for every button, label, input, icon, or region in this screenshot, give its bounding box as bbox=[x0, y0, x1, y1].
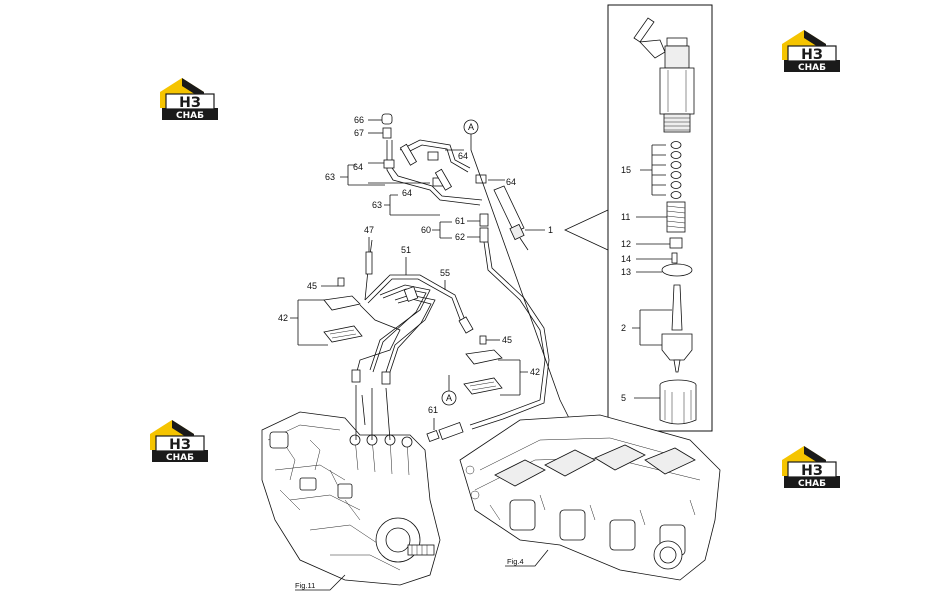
washer-stack bbox=[670, 141, 682, 199]
figure-ref-11: Fig.11 bbox=[295, 581, 315, 590]
nozzle-nut bbox=[659, 379, 697, 425]
callout-42-a: 42 bbox=[278, 313, 288, 323]
logo-word: СНАБ bbox=[166, 453, 194, 463]
ref-mark-a-top-label: A bbox=[468, 122, 474, 132]
injector-detail-panel: 15 11 12 14 13 2 bbox=[564, 4, 713, 432]
callout-51: 51 bbox=[401, 245, 411, 255]
brand-logo-bottom-left: НЗ СНАБ bbox=[149, 419, 209, 463]
figure-ref-4: Fig.4 bbox=[507, 557, 524, 566]
callout-14: 14 bbox=[621, 254, 631, 264]
callout-15: 15 bbox=[621, 165, 631, 175]
callout-55: 55 bbox=[440, 268, 450, 278]
callout-47: 47 bbox=[364, 225, 374, 235]
callout-45-b: 45 bbox=[502, 335, 512, 345]
logo-word: СНАБ bbox=[176, 111, 204, 121]
ref-mark-a-bottom-label: A bbox=[446, 393, 452, 403]
detail-frame bbox=[607, 4, 713, 432]
callout-5: 5 bbox=[621, 393, 626, 403]
callout-66: 66 bbox=[354, 115, 364, 125]
spring bbox=[666, 201, 686, 233]
logo-word: СНАБ bbox=[798, 63, 826, 73]
logo-letters: НЗ bbox=[169, 437, 191, 453]
injector-nozzle-holder bbox=[633, 17, 695, 133]
logo-word: СНАБ bbox=[798, 479, 826, 489]
callout-60: 60 bbox=[421, 225, 431, 235]
pin bbox=[671, 252, 678, 264]
clamp-set-left: 45 42 bbox=[278, 277, 363, 346]
brand-logo-top-right: НЗ СНАБ bbox=[781, 29, 841, 73]
logo-letters: НЗ bbox=[179, 95, 201, 111]
cylinder-head: Fig.4 bbox=[459, 414, 721, 581]
callout-63-b: 63 bbox=[372, 200, 382, 210]
leak-off-assembly: 66 67 64 64 64 64 63 63 bbox=[325, 113, 576, 431]
detail-pointer bbox=[564, 209, 609, 251]
return-hose: 61 bbox=[426, 405, 464, 442]
clamp-set-right: 45 42 bbox=[463, 335, 540, 396]
logo-letters: НЗ bbox=[801, 47, 823, 63]
main-injector bbox=[493, 185, 529, 251]
brand-logo-bottom-right: НЗ СНАБ bbox=[781, 445, 841, 489]
callout-64-b: 64 bbox=[353, 162, 363, 172]
brand-logo-top-left: НЗ СНАБ bbox=[159, 77, 219, 121]
nozzle bbox=[661, 284, 693, 373]
distance-piece bbox=[661, 263, 693, 277]
callout-64-d: 64 bbox=[506, 177, 516, 187]
callout-11: 11 bbox=[621, 212, 630, 222]
logo-letters: НЗ bbox=[801, 463, 823, 479]
callout-42-b: 42 bbox=[530, 367, 540, 377]
fuel-injection-pump: Fig.11 bbox=[261, 385, 441, 591]
callout-64-c: 64 bbox=[402, 188, 412, 198]
injection-pipes: 47 51 55 bbox=[351, 225, 474, 385]
callout-12: 12 bbox=[621, 239, 631, 249]
callout-13: 13 bbox=[621, 267, 631, 277]
callout-67: 67 bbox=[354, 128, 364, 138]
callout-2: 2 bbox=[621, 323, 626, 333]
callout-64-a: 64 bbox=[458, 151, 468, 161]
callout-61-a: 61 bbox=[455, 216, 465, 226]
callout-45-a: 45 bbox=[307, 281, 317, 291]
callout-1: 1 bbox=[548, 225, 553, 235]
callout-62: 62 bbox=[455, 232, 465, 242]
callout-63-a: 63 bbox=[325, 172, 335, 182]
callout-61-b: 61 bbox=[428, 405, 438, 415]
spring-seat bbox=[669, 237, 683, 249]
